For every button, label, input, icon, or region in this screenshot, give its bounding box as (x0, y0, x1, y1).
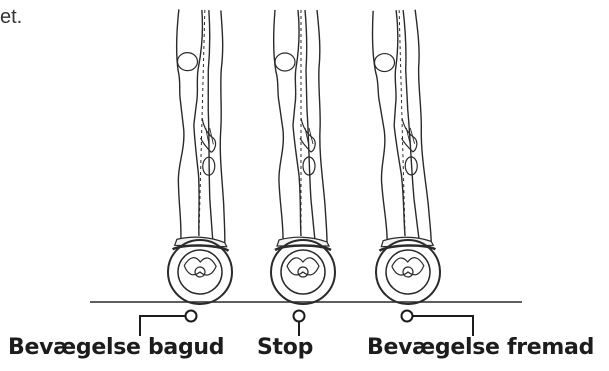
label-backward: Bevægelse bagud (8, 335, 224, 360)
callout-forward (402, 311, 474, 337)
label-forward: Bevægelse fremad (367, 335, 594, 360)
callout-backward (140, 311, 197, 337)
rider-forward (369, 9, 441, 305)
rider-stop (271, 10, 335, 304)
callout-stop (294, 311, 305, 337)
rider-backward (167, 9, 239, 305)
label-stop: Stop (257, 335, 313, 360)
